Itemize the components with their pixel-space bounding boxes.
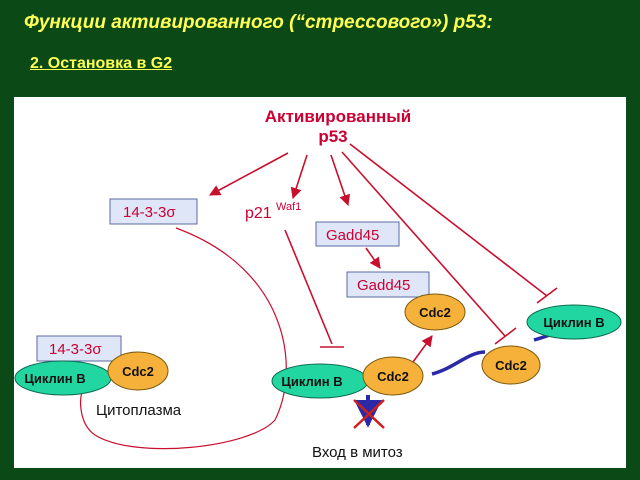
- box-gadd45-top: [315, 221, 400, 247]
- block-cross-b: [353, 399, 385, 429]
- label-p21-sup: Waf1: [276, 201, 301, 213]
- page-subtitle: 2. Остановка в G2: [30, 55, 173, 72]
- cyclin-center-label: Циклин B: [281, 374, 342, 389]
- cytoplasm-label: Цитоплазма: [96, 402, 182, 419]
- label-gadd45-bottom: Gadd45: [357, 277, 410, 294]
- cdc2-center-node: [362, 356, 424, 396]
- mitosis-label: Вход в митоз: [312, 444, 403, 461]
- box-14-3-3-top: [109, 198, 198, 225]
- cdc2-center-label: Cdc2: [377, 369, 409, 384]
- inhibit-p53-cyclin: [349, 143, 548, 297]
- cyclin-left-label: Циклин B: [24, 371, 85, 386]
- transport-curve: [80, 227, 287, 450]
- cdc2-top-label: Cdc2: [419, 305, 451, 320]
- inhibit-p21-complex: [284, 229, 333, 345]
- cdc2-top-node: [404, 293, 466, 331]
- complex-link-left: [431, 350, 486, 376]
- p53-label-line2: p53: [318, 127, 347, 146]
- arrow-p53-to-p21: [290, 154, 308, 200]
- cdc2-left-label: Cdc2: [122, 364, 154, 379]
- cdc2-right-node: [481, 345, 541, 385]
- label-14-3-3-top: 14-3-3σ: [123, 204, 176, 221]
- diagram-panel: [14, 97, 626, 468]
- box-gadd45-bottom: [346, 271, 430, 298]
- inhibit-p53-cdc2: [341, 151, 506, 337]
- label-p21: p21: [245, 205, 272, 222]
- p53-label-line1: Активированный: [265, 107, 411, 126]
- label-14-3-3-left: 14-3-3σ: [49, 341, 102, 358]
- arrow-p53-to-gadd45: [330, 154, 351, 207]
- cdc2-right-label: Cdc2: [495, 358, 527, 373]
- page-title: Функции активированного (“стрессового») …: [24, 12, 493, 33]
- arrow-p53-to-14-3-3: [209, 152, 289, 196]
- box-14-3-3-left: [36, 335, 122, 362]
- cdc2-left-node: [107, 351, 169, 391]
- label-gadd45-top: Gadd45: [326, 227, 379, 244]
- arrow-cdc2-release: [412, 335, 433, 363]
- arrow-gadd45-activation: [365, 247, 381, 269]
- cyclin-right-label: Циклин B: [543, 315, 604, 330]
- inhibit-bar-cdc2: [494, 327, 517, 345]
- cyclin-right-node: [526, 304, 622, 340]
- inhibit-bar-cyclin: [536, 287, 558, 304]
